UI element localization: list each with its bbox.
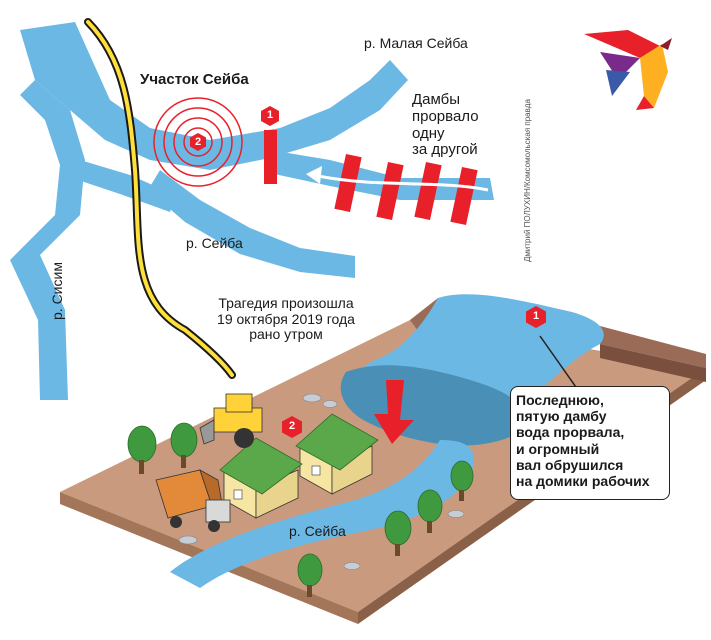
house-right: [295, 413, 379, 495]
dams: [334, 153, 478, 226]
flow-arrow: [317, 174, 489, 192]
river-main-upper: [20, 22, 408, 170]
dams-note: Дамбы прорвало одну за другой: [412, 91, 479, 159]
marker-1-hex-bottom: [526, 306, 546, 328]
date-note: Трагедия произошла 19 октября 2019 года …: [217, 295, 355, 343]
marker-1-label-bottom: 1: [532, 310, 540, 322]
trees: [127, 422, 474, 597]
cliff-right: [572, 326, 706, 368]
label-river-seiba-top: р. Сейба: [186, 235, 243, 251]
label-river-seiba-bottom: р. Сейба: [289, 523, 346, 539]
marker-1-label-top: 1: [266, 109, 274, 121]
label-river-sisim: р. Сисим: [49, 262, 65, 320]
impact-arrow: [374, 380, 414, 444]
dump-truck: [155, 469, 231, 532]
callout-pointer: [539, 335, 579, 391]
bulldozer: [199, 393, 263, 448]
marker-2-label-bottom: 2: [288, 420, 296, 432]
river-seiba-lower: [148, 170, 355, 278]
river-sisim: [10, 80, 85, 400]
river-seiba-scene: [170, 440, 474, 588]
house-left: [219, 437, 303, 519]
dam-broken: [264, 130, 277, 184]
cliff-right-side: [600, 344, 706, 382]
flow-arrow-head: [306, 166, 322, 184]
river-branch: [78, 160, 175, 212]
callout-box: [510, 386, 670, 500]
site-title: Участок Сейба: [140, 71, 249, 88]
marker-2-label-top: 2: [194, 136, 202, 148]
site-target: [153, 97, 243, 187]
top-map: [10, 18, 494, 400]
bird-logo: [584, 30, 672, 110]
marker-1-hex-top: [261, 106, 279, 126]
photo-credit: Дмитрий ПОЛУХИН/Комсомольская правда: [523, 99, 532, 262]
road-center: [86, 20, 234, 377]
marker-2-hex-top: [190, 133, 206, 151]
marker-2-hex-bottom: [282, 416, 302, 438]
rocks: [178, 393, 465, 570]
label-river-malaya-seiba: р. Малая Сейба: [364, 35, 468, 51]
callout-text: Последнюю, пятую дамбу вода прорвала, и …: [516, 392, 650, 490]
